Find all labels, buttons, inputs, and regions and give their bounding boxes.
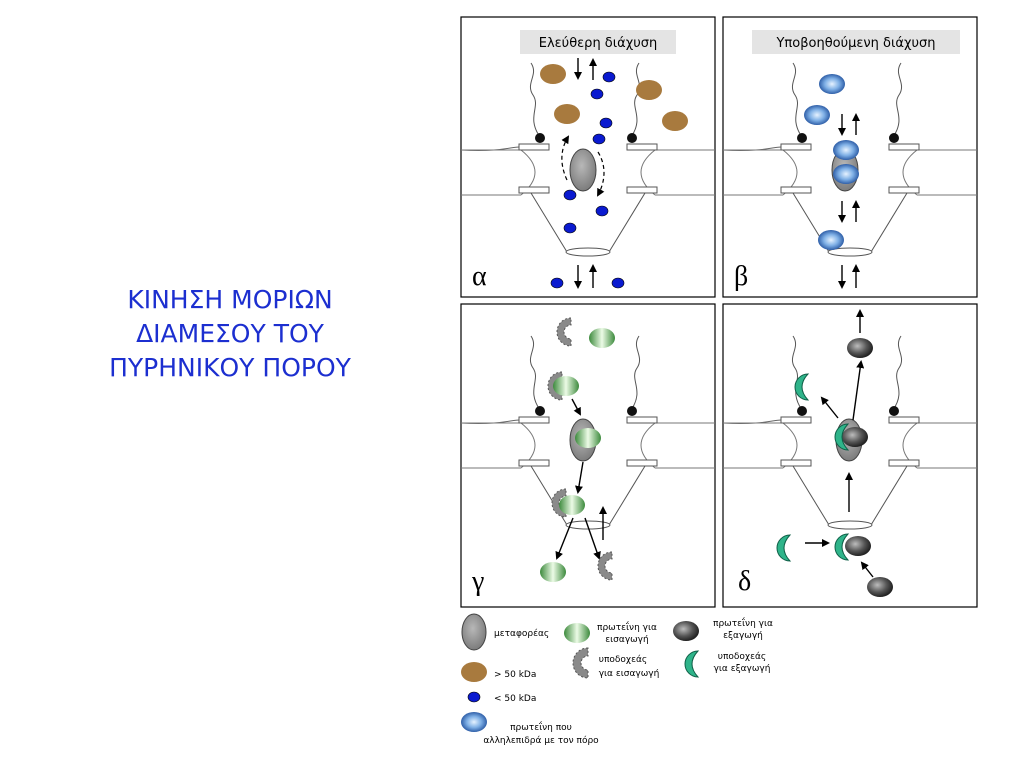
panel-letter-gamma: γ — [471, 566, 484, 597]
legend-small-label: < 50 kDa — [494, 694, 536, 704]
legend-import-protein-label-1: πρωτεΐνη για — [597, 621, 657, 633]
legend-export-protein-icon — [673, 621, 699, 641]
export-receptor-icon — [834, 533, 850, 561]
small-molecule-icon — [611, 277, 625, 289]
small-molecule-icon — [550, 277, 564, 289]
legend-carrier-icon — [461, 613, 487, 651]
large-molecule-icon — [554, 104, 580, 124]
arrow — [820, 396, 839, 419]
small-molecule-icon — [563, 189, 577, 201]
export-receptor-icon — [794, 373, 810, 401]
import-protein-icon — [575, 428, 601, 448]
small-molecule-icon — [602, 71, 616, 83]
legend-large-label: > 50 kDa — [494, 670, 536, 680]
arrow — [575, 461, 584, 494]
legend-import-receptor-icon — [572, 647, 589, 679]
interacting-protein-icon — [819, 74, 845, 94]
small-molecule-icon — [590, 88, 604, 100]
legend-import-protein-label-2: εισαγωγή — [605, 635, 648, 645]
legend-export-receptor-label-2: για εξαγωγή — [714, 664, 771, 674]
export-protein-icon — [847, 338, 873, 358]
circulation-arrow — [561, 135, 570, 181]
legend-carrier-label: μεταφορέας — [494, 628, 549, 639]
interacting-protein-icon — [833, 140, 859, 160]
circulation-arrow — [597, 151, 605, 197]
arrow — [860, 561, 874, 578]
title-line-3: ΠΥΡΗΝΙΚΟΥ ΠΟΡΟΥ — [109, 353, 351, 382]
title-line-1: ΚΙΝΗΣΗ ΜΟΡΙΩΝ — [127, 285, 333, 314]
arrow — [584, 517, 601, 560]
legend: μεταφορέας > 50 kDa < 50 kDa πρωτεΐνη πο… — [461, 613, 773, 746]
interacting-protein-icon — [833, 164, 859, 184]
caption-box-alpha — [520, 30, 676, 54]
import-receptor-icon — [597, 551, 613, 581]
export-protein-icon — [867, 577, 893, 597]
panel-alpha-content — [540, 58, 688, 289]
large-molecule-icon — [636, 80, 662, 100]
legend-export-protein-label-2: εξαγωγή — [723, 631, 763, 641]
slide-title: ΚΙΝΗΣΗ ΜΟΡΙΩΝ ΔΙΑΜΕΣΟΥ ΤΟΥ ΠΥΡΗΝΙΚΟΥ ΠΟΡ… — [40, 283, 420, 385]
export-protein-icon — [842, 427, 868, 447]
panel-letter-beta: β — [734, 261, 748, 292]
interacting-protein-icon — [804, 105, 830, 125]
legend-interacting-icon — [461, 712, 487, 732]
panel-gamma-content — [540, 317, 615, 582]
legend-export-receptor-icon — [684, 650, 700, 678]
panel-delta-content — [776, 309, 893, 597]
arrow — [571, 398, 581, 416]
legend-export-protein-label-1: πρωτεΐνη για — [713, 617, 773, 629]
import-receptor-icon — [556, 317, 572, 347]
legend-interacting-label-1: πρωτεΐνη που — [510, 721, 572, 733]
legend-small-icon — [467, 691, 481, 703]
caption-alpha: Ελεύθερη διάχυση — [539, 36, 658, 51]
large-molecule-icon — [662, 111, 688, 131]
interacting-protein-icon — [818, 230, 844, 250]
panel-beta-content — [804, 74, 860, 289]
panel-letter-alpha: α — [472, 261, 487, 292]
large-molecule-icon — [540, 64, 566, 84]
legend-export-receptor-label-1: υποδοχεάς — [718, 652, 766, 662]
panel-letter-delta: δ — [738, 566, 751, 597]
export-protein-icon — [845, 536, 871, 556]
legend-import-receptor-label-2: για εισαγωγή — [599, 669, 660, 679]
export-receptor-icon — [834, 423, 850, 451]
carrier-icon — [569, 148, 597, 192]
legend-interacting-label-2: αλληλεπιδρά με τον πόρο — [483, 735, 599, 746]
small-molecule-icon — [599, 117, 613, 129]
small-molecule-icon — [563, 222, 577, 234]
arrow — [555, 517, 574, 560]
import-protein-icon — [540, 562, 566, 582]
import-protein-icon — [559, 495, 585, 515]
export-receptor-icon — [776, 534, 792, 562]
arrow — [852, 360, 865, 421]
caption-box-beta — [752, 30, 960, 54]
title-line-2: ΔΙΑΜΕΣΟΥ ΤΟΥ — [136, 319, 324, 348]
import-protein-icon — [589, 328, 615, 348]
small-molecule-icon — [592, 133, 606, 145]
legend-import-receptor-label-1: υποδοχεάς — [599, 655, 647, 665]
import-protein-icon — [553, 376, 579, 396]
legend-large-icon — [461, 662, 487, 682]
small-molecule-icon — [595, 205, 609, 217]
legend-import-protein-icon — [564, 623, 590, 643]
caption-beta: Υποβοηθούμενη διάχυση — [775, 36, 935, 51]
